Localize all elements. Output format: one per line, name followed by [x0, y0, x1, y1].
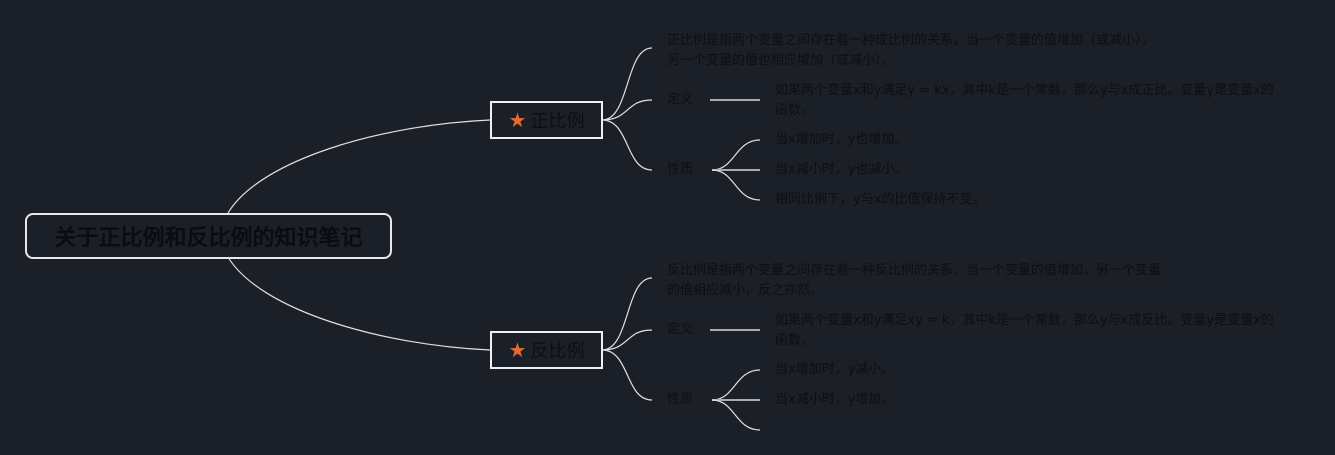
- inverse-properties-label[interactable]: 性质: [667, 392, 694, 407]
- direct-property-1[interactable]: 当x增加时，y也增加。: [775, 132, 908, 147]
- direct-definition-label[interactable]: 定义: [667, 92, 694, 107]
- direct-property-3[interactable]: 相同比例下，y与x的比值保持不变。: [775, 192, 986, 207]
- direct-description-node[interactable]: 正比例是指两个变量之间存在着一种成比例的关系，当一个变量的值增加（或减小），另一…: [667, 33, 1155, 68]
- link-b2-desc: [601, 277, 653, 351]
- star-icon: ★: [508, 108, 527, 132]
- direct-properties-label[interactable]: 性质: [667, 162, 694, 177]
- branch-title: 正比例: [530, 111, 585, 132]
- direct-property-2[interactable]: 当x减小时，y也减小。: [775, 162, 908, 177]
- inverse-definition-label[interactable]: 定义: [667, 322, 694, 337]
- star-icon: ★: [508, 338, 527, 362]
- link-b1-p3: [711, 169, 761, 201]
- branch-title: 反比例: [530, 341, 585, 362]
- inverse-description-node[interactable]: 反比例是指两个变量之间存在着一种反比例的关系，当一个变量的值增加，另一个变量的值…: [667, 263, 1162, 298]
- inverse-property-1[interactable]: 当x增加时，y减小。: [775, 362, 895, 377]
- inverse-definition-node[interactable]: 如果两个变量x和y满足xy = k，其中k是一个常数，那么y与x成反比。变量y是…: [775, 313, 1274, 348]
- link-root-branch2: [227, 256, 491, 351]
- root-title: 关于正比例和反比例的知识笔记: [54, 226, 363, 251]
- link-b1-def: [601, 99, 653, 121]
- link-b1-prop: [601, 119, 653, 171]
- link-b1-p1: [711, 139, 761, 171]
- link-b2-p1: [711, 369, 761, 401]
- root-node[interactable]: 关于正比例和反比例的知识笔记: [25, 213, 392, 259]
- link-root-branch1: [227, 119, 491, 214]
- direct-definition-node[interactable]: 如果两个变量x和y满足y = kx，其中k是一个常数，那么y与x成正比。变量y是…: [775, 83, 1274, 118]
- link-b2-p3: [711, 399, 761, 431]
- inverse-property-2[interactable]: 当x减小时，y增加。: [775, 392, 895, 407]
- link-b1-desc: [601, 47, 653, 121]
- link-b2-def: [601, 329, 653, 351]
- branch-node-inverse-proportion[interactable]: ★ 反比例: [490, 331, 603, 369]
- branch-node-direct-proportion[interactable]: ★ 正比例: [490, 101, 603, 139]
- link-b2-prop: [601, 349, 653, 401]
